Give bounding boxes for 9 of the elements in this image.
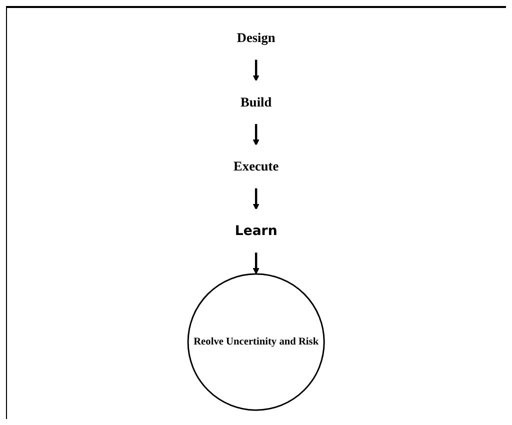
- node-text: Design: [237, 30, 276, 45]
- arrow: [253, 188, 260, 210]
- node-text: Build: [240, 94, 272, 110]
- arrow: [253, 123, 260, 146]
- arrow: [253, 252, 260, 274]
- arrow: [253, 59, 260, 82]
- node-circle: Reolve Uncertinity and Risk: [188, 273, 326, 411]
- node-text: Execute: [234, 158, 280, 174]
- node-text: Learn: [235, 223, 278, 239]
